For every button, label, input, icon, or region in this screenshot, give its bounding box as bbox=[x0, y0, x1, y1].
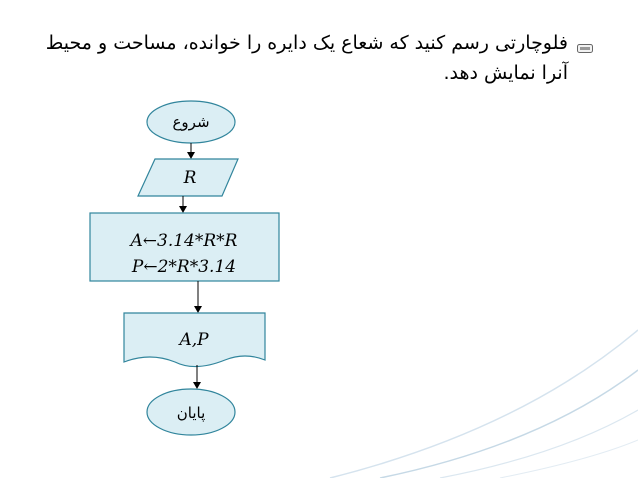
start-label: شروع bbox=[172, 113, 210, 131]
end-terminal bbox=[146, 388, 236, 436]
pen-bullet-icon bbox=[577, 44, 593, 53]
slide-title: فلوچارتی رسم کنید که شعاع یک دایره را خو… bbox=[28, 28, 568, 88]
end-label: پایان bbox=[176, 404, 206, 422]
title-line-1: فلوچارتی رسم کنید که شعاع یک دایره را خو… bbox=[45, 32, 568, 54]
output-document bbox=[123, 312, 266, 368]
process-box bbox=[89, 212, 280, 282]
input-label: R bbox=[183, 168, 197, 188]
process-line-2: P←2*R*3.14 bbox=[131, 257, 237, 277]
output-label: A,P bbox=[179, 330, 209, 350]
input-parallelogram bbox=[137, 158, 239, 197]
process-line-1: A←3.14*R*R bbox=[130, 231, 238, 251]
title-line-2: آنرا نمایش دهد. bbox=[443, 62, 568, 84]
